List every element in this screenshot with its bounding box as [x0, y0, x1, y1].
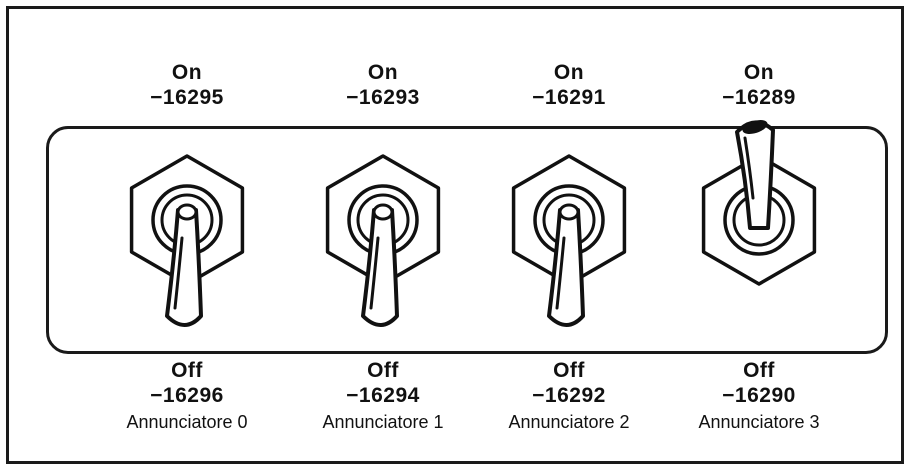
switch-3-on-label: On	[743, 61, 775, 84]
toggle-lever	[735, 120, 775, 230]
toggle-switch-2[interactable]	[489, 140, 649, 340]
switch-2-off-label: Off	[553, 359, 585, 382]
diagram-frame	[6, 6, 904, 464]
switch-2-off-group: Off −16292 Annunciatore 2	[474, 358, 664, 434]
switch-0-name: Annunciatore 0	[126, 412, 248, 432]
toggle-lever	[547, 203, 585, 327]
switch-0-on-address: −16295	[150, 86, 224, 109]
switch-2-off-address: −16292	[532, 384, 606, 407]
switch-0-off-label: Off	[171, 359, 203, 382]
switch-1-off-address: −16294	[346, 384, 420, 407]
switch-3-on-group: On −16289	[664, 60, 854, 110]
toggle-lever	[361, 203, 399, 327]
switch-3-on-address: −16289	[722, 86, 796, 109]
switch-panel	[46, 126, 888, 354]
switch-3-off-address: −16290	[722, 384, 796, 407]
toggle-lever	[165, 203, 203, 327]
switch-1-off-label: Off	[367, 359, 399, 382]
switch-1-off-group: Off −16294 Annunciatore 1	[288, 358, 478, 434]
switch-3-off-group: Off −16290 Annunciatore 3	[664, 358, 854, 434]
switch-2-name: Annunciatore 2	[508, 412, 630, 432]
switch-3-off-label: Off	[743, 359, 775, 382]
switch-0-off-address: −16296	[150, 384, 224, 407]
switch-1-name: Annunciatore 1	[322, 412, 444, 432]
toggle-switch-3[interactable]	[679, 120, 839, 340]
switch-1-on-address: −16293	[346, 86, 420, 109]
switch-3-name: Annunciatore 3	[698, 412, 820, 432]
switch-1-on-group: On −16293	[288, 60, 478, 110]
switch-0-on-group: On −16295	[92, 60, 282, 110]
switch-0-on-label: On	[171, 61, 203, 84]
switch-2-on-label: On	[553, 61, 585, 84]
switch-1-on-label: On	[367, 61, 399, 84]
switch-2-on-address: −16291	[532, 86, 606, 109]
switch-2-on-group: On −16291	[474, 60, 664, 110]
switch-0-off-group: Off −16296 Annunciatore 0	[92, 358, 282, 434]
toggle-switch-0[interactable]	[107, 140, 267, 340]
toggle-switch-1[interactable]	[303, 140, 463, 340]
